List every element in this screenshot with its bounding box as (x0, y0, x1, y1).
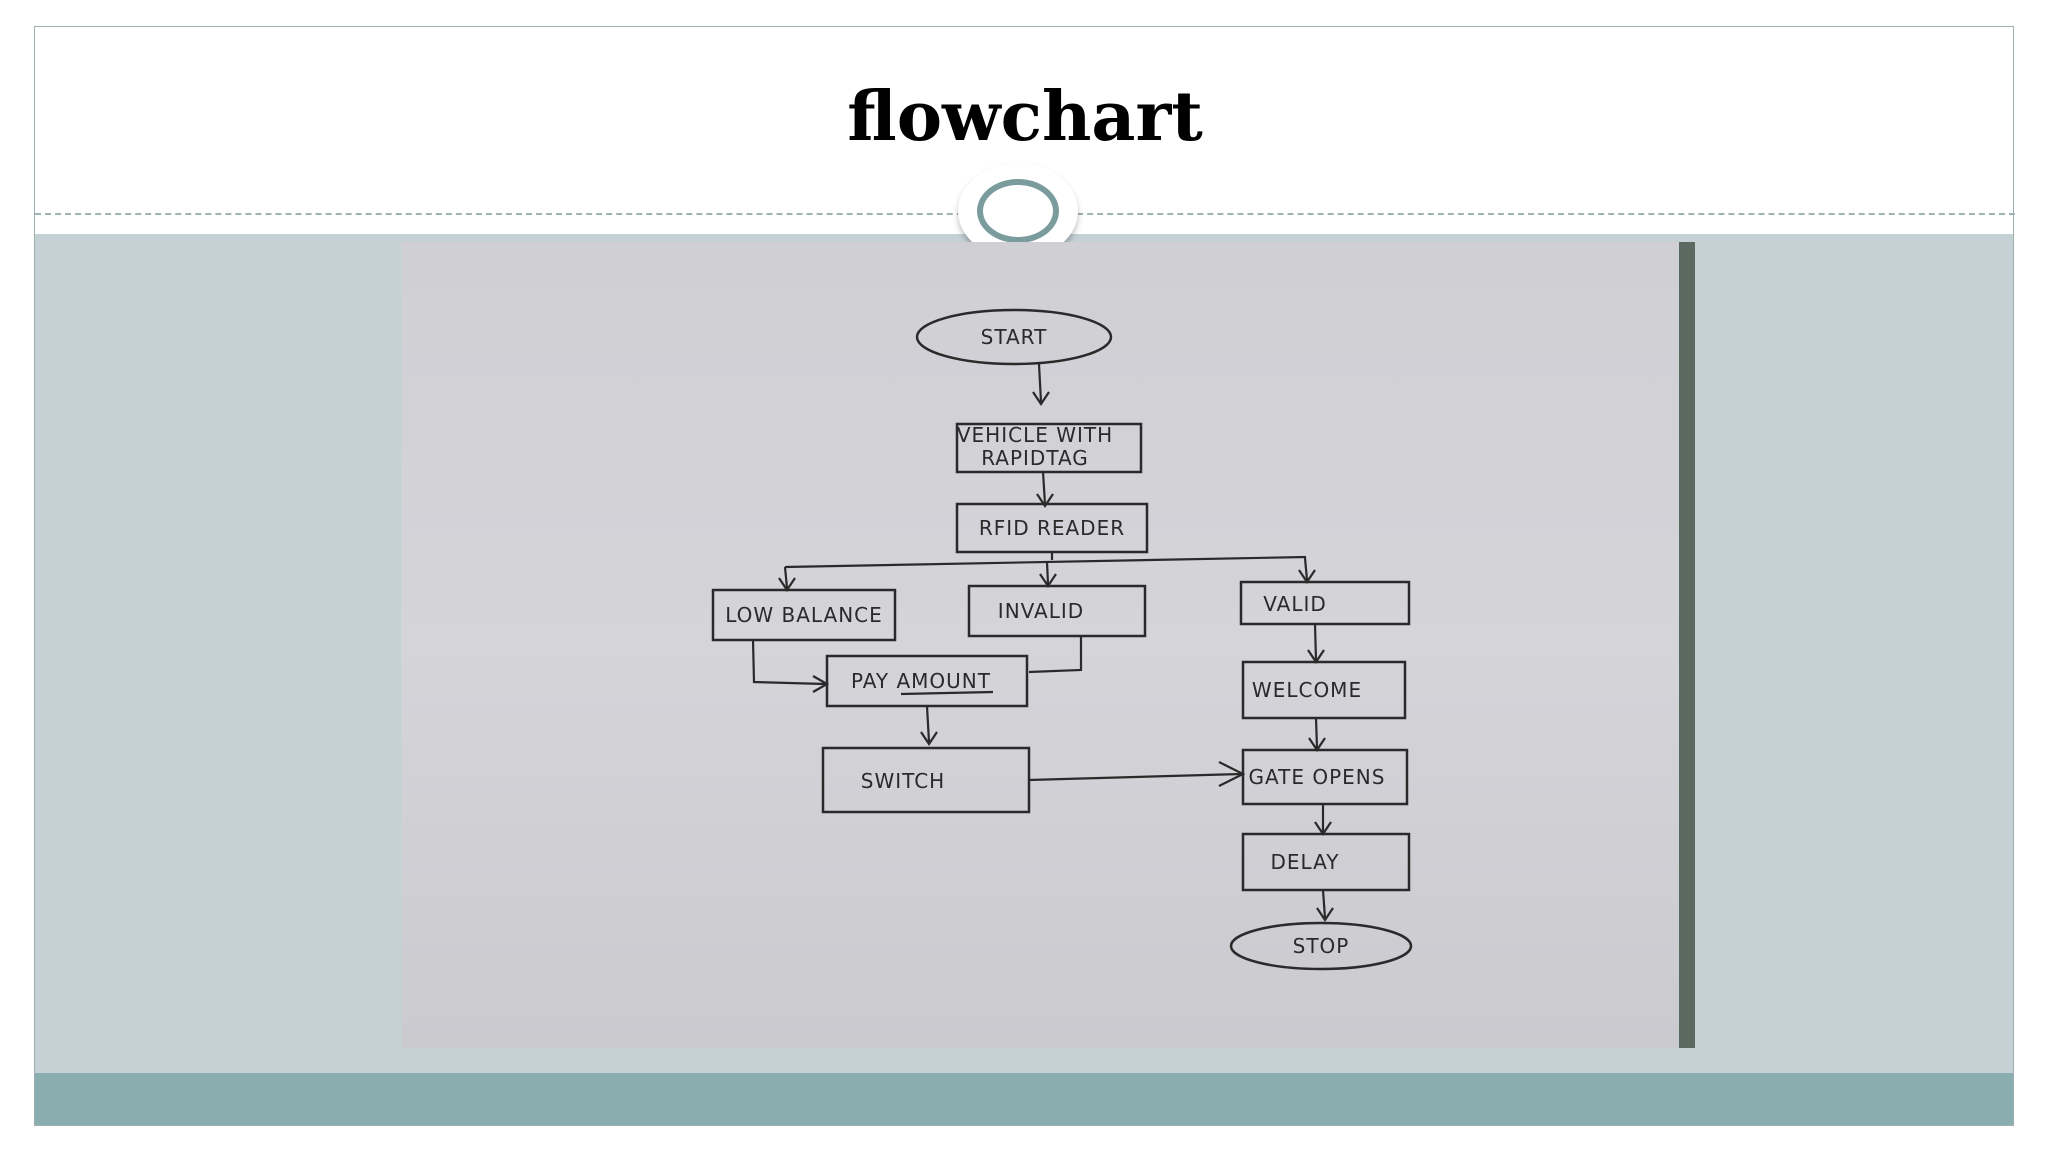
branch-invalid (1045, 561, 1050, 585)
vehicle-label-line2: RAPIDTAG (981, 446, 1089, 470)
stop-terminal (1229, 921, 1413, 971)
invalid-label: INVALID (998, 599, 1084, 623)
slide-title: flowchart (847, 77, 1203, 157)
welcome-label: WELCOME (1252, 678, 1362, 702)
valid-label: VALID (1263, 592, 1327, 616)
arrowhead (920, 731, 938, 746)
arrow-low-balance-pay (751, 639, 826, 686)
low-balance-label: LOW BALANCE (725, 603, 883, 627)
medallion-ring (977, 179, 1059, 243)
branch-line (784, 555, 1307, 569)
flowchart-photo: START VEHICLE WITH RAPIDTAG RFID READER … (401, 242, 1695, 1048)
arrowhead (1032, 391, 1050, 406)
arrow-switch-gate (1028, 772, 1242, 782)
invalid-box (967, 584, 1147, 638)
branch-low-balance (783, 566, 789, 589)
vehicle-box (955, 422, 1143, 474)
photo-background-edge (1679, 242, 1695, 1048)
arrow-pay-switch (925, 705, 931, 743)
arrow-welcome-gate (1314, 717, 1319, 749)
low-balance-box (711, 588, 897, 642)
pay-amount-label: PAY AMOUNT (851, 669, 991, 693)
switch-label: SWITCH (861, 769, 945, 793)
arrow-start-vehicle (1037, 363, 1043, 403)
flowchart-drawing: START VEHICLE WITH RAPIDTAG RFID READER … (711, 308, 1413, 971)
start-label: START (981, 325, 1048, 349)
welcome-box (1241, 660, 1407, 720)
arrowhead (1316, 907, 1334, 922)
vehicle-label-line1: VEHICLE WITH (957, 423, 1113, 447)
start-terminal (915, 308, 1113, 366)
rfid-reader-label: RFID READER (979, 516, 1125, 540)
arrow-invalid-pay (1028, 636, 1083, 674)
gate-opens-label: GATE OPENS (1249, 765, 1386, 789)
stop-label: STOP (1293, 934, 1350, 958)
delay-box (1241, 832, 1411, 892)
arrow-valid-welcome (1313, 623, 1318, 661)
delay-label: DELAY (1271, 850, 1340, 874)
footer-band (35, 1073, 2013, 1125)
pay-amount-underline (900, 690, 994, 696)
gate-opens-box (1241, 748, 1409, 806)
arrow-delay-stop (1321, 889, 1327, 919)
valid-box (1239, 580, 1411, 626)
arrow-vehicle-rfid (1041, 471, 1047, 505)
arrowhead (1036, 493, 1054, 508)
branch-valid (1303, 557, 1309, 581)
